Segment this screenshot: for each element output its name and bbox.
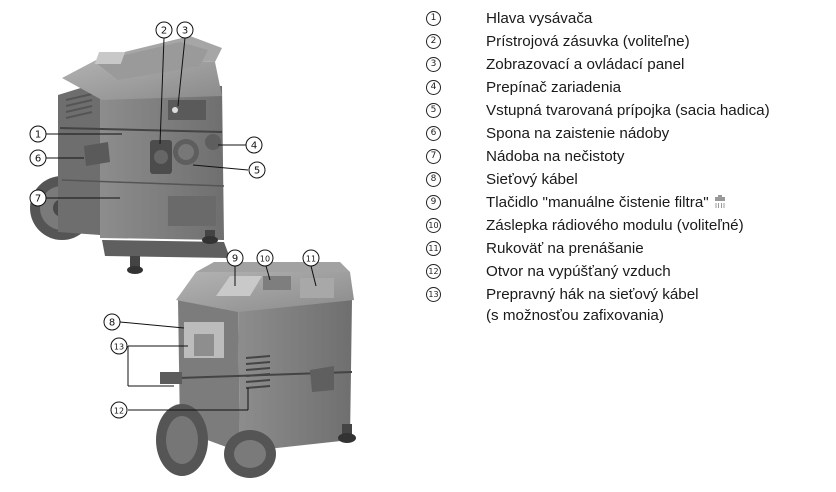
- svg-text:6: 6: [35, 154, 41, 165]
- svg-text:1: 1: [35, 130, 41, 141]
- legend-label: Tlačidlo "manuálne čistenie filtra": [486, 193, 727, 215]
- svg-text:8: 8: [109, 318, 115, 329]
- legend-label: Prepínač zariadenia: [486, 79, 622, 96]
- legend-number: 10: [426, 218, 441, 233]
- legend-label: Otvor na vypúšťaný vzduch: [486, 263, 671, 280]
- legend-label: Sieťový kábel: [486, 171, 578, 188]
- legend-label: Spona na zaistenie nádoby: [486, 125, 670, 142]
- svg-text:9: 9: [232, 254, 238, 265]
- svg-text:12: 12: [114, 407, 124, 416]
- legend-number: 1: [426, 11, 441, 26]
- svg-text:11: 11: [306, 255, 316, 264]
- legend-list: 1 Hlava vysávača 2 Prístrojová zásuvka (…: [420, 0, 836, 487]
- vacuum-illustration: 1 6 7 2 3 4 5: [0, 0, 420, 487]
- legend-number: 13: [426, 287, 441, 302]
- svg-text:10: 10: [260, 255, 270, 264]
- legend-label: Prístrojová zásuvka (voliteľne): [486, 33, 690, 50]
- svg-text:7: 7: [35, 194, 41, 205]
- legend-number: 5: [426, 103, 441, 118]
- legend-label: Zobrazovací a ovládací panel: [486, 56, 685, 73]
- legend-number: 11: [426, 241, 441, 256]
- svg-text:2: 2: [161, 26, 167, 37]
- vacuum-rear-view: [156, 262, 356, 478]
- legend-label: Rukoväť na prenášanie: [486, 240, 644, 257]
- filter-cleaning-icon: [713, 195, 727, 215]
- svg-text:4: 4: [251, 141, 257, 152]
- legend-number: 9: [426, 195, 441, 210]
- callout-labels-front: 1 6 7 2 3 4 5: [29, 21, 266, 207]
- legend-label: Prepravný hák na sieťový kábel: [486, 286, 699, 303]
- legend-number: 12: [426, 264, 441, 279]
- legend-label: Vstupná tvarovaná prípojka (sacia hadica…: [486, 102, 770, 119]
- svg-text:5: 5: [254, 166, 260, 177]
- legend-label: Nádoba na nečistoty: [486, 148, 625, 165]
- legend-number: 4: [426, 80, 441, 95]
- svg-text:3: 3: [182, 26, 188, 37]
- legend-number: 7: [426, 149, 441, 164]
- vacuum-front-view: [30, 36, 230, 274]
- legend-number: 2: [426, 34, 441, 49]
- legend-label-continued: (s možnosťou zafixovania): [486, 307, 664, 324]
- legend-label: Záslepka rádiového modulu (voliteľné): [486, 217, 744, 234]
- legend-number: 6: [426, 126, 441, 141]
- legend-label: Hlava vysávača: [486, 10, 593, 27]
- legend-number: 8: [426, 172, 441, 187]
- svg-text:13: 13: [114, 343, 124, 352]
- legend-number: 3: [426, 57, 441, 72]
- callout-labels-rear: 9 10 11 8 13 12: [103, 249, 320, 419]
